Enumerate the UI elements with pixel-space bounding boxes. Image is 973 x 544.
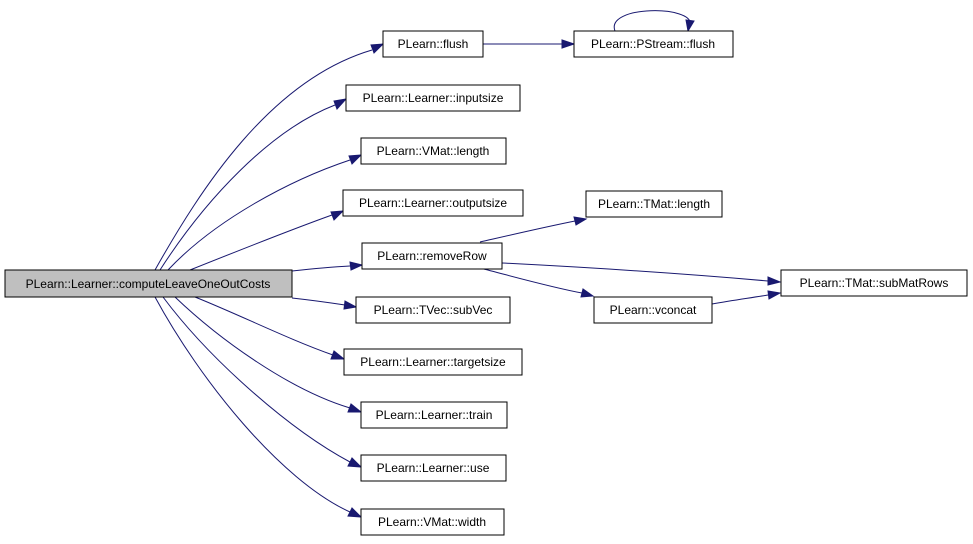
arrowhead-flush-pstream-flush bbox=[561, 39, 576, 49]
arrowhead-pstream-flush-self bbox=[685, 19, 695, 33]
arrowhead-compute-use bbox=[347, 457, 363, 468]
arrowhead-compute-width bbox=[347, 507, 363, 518]
edge-vconcat-submatrows bbox=[711, 294, 769, 305]
arrowhead-compute-vmat-length bbox=[348, 154, 363, 165]
edge-compute-inputsize bbox=[159, 104, 336, 271]
node-label: PLearn::Learner::outputsize bbox=[359, 196, 507, 210]
arrowhead-vconcat-submatrows bbox=[767, 290, 782, 300]
edge-compute-flush bbox=[154, 49, 373, 271]
node-tmat-length[interactable]: PLearn::TMat::length bbox=[585, 190, 723, 218]
node-label: PLearn::Learner::targetsize bbox=[360, 355, 506, 369]
edge-compute-train bbox=[174, 296, 351, 409]
node-label: PLearn::VMat::width bbox=[378, 515, 486, 529]
node-label: PLearn::Learner::inputsize bbox=[363, 91, 504, 105]
node-label: PLearn::TMat::subMatRows bbox=[800, 276, 949, 290]
node-use[interactable]: PLearn::Learner::use bbox=[360, 454, 507, 482]
node-vconcat[interactable]: PLearn::vconcat bbox=[593, 296, 713, 324]
arrowhead-compute-flush bbox=[370, 43, 385, 54]
arrowhead-removerow-submatrows bbox=[767, 276, 782, 286]
arrowhead-compute-inputsize bbox=[333, 98, 348, 110]
edge-compute-use bbox=[162, 296, 351, 463]
edge-compute-outputsize bbox=[189, 214, 333, 271]
node-outputsize[interactable]: PLearn::Learner::outputsize bbox=[342, 189, 524, 217]
edges bbox=[154, 10, 782, 518]
arrowhead-removerow-tmat-length bbox=[573, 216, 588, 226]
node-inputsize[interactable]: PLearn::Learner::inputsize bbox=[345, 84, 521, 112]
node-label: PLearn::flush bbox=[398, 37, 469, 51]
node-label: PLearn::vconcat bbox=[610, 303, 697, 317]
node-train[interactable]: PLearn::Learner::train bbox=[360, 401, 508, 429]
edge-removerow-submatrows bbox=[501, 262, 769, 282]
edge-removerow-tmat-length bbox=[479, 220, 576, 243]
node-pstream-flush[interactable]: PLearn::PStream::flush bbox=[573, 30, 734, 58]
nodes: PLearn::Learner::computeLeaveOneOutCosts… bbox=[4, 30, 968, 536]
node-label: PLearn::PStream::flush bbox=[591, 37, 715, 51]
edge-compute-width bbox=[154, 296, 351, 513]
node-flush[interactable]: PLearn::flush bbox=[382, 30, 484, 58]
node-label: PLearn::Learner::computeLeaveOneOutCosts bbox=[26, 277, 271, 291]
arrowhead-compute-train bbox=[347, 403, 363, 413]
node-label: PLearn::removeRow bbox=[377, 249, 487, 263]
node-sub-mat-rows[interactable]: PLearn::TMat::subMatRows bbox=[780, 269, 968, 297]
node-vmat-width[interactable]: PLearn::VMat::width bbox=[360, 508, 505, 536]
node-label: PLearn::VMat::length bbox=[377, 144, 490, 158]
node-compute-leave-one-out-costs[interactable]: PLearn::Learner::computeLeaveOneOutCosts bbox=[4, 269, 293, 298]
arrowhead-compute-subvec bbox=[343, 300, 358, 310]
node-sub-vec[interactable]: PLearn::TVec::subVec bbox=[355, 296, 511, 324]
arrowhead-compute-targetsize bbox=[330, 350, 346, 360]
node-label: PLearn::Learner::use bbox=[377, 461, 490, 475]
edge-compute-vmat-length bbox=[167, 159, 351, 271]
edge-removerow-vconcat bbox=[479, 267, 583, 294]
arrowhead-compute-removerow bbox=[349, 261, 364, 271]
edge-compute-subvec bbox=[291, 297, 346, 306]
node-targetsize[interactable]: PLearn::Learner::targetsize bbox=[343, 348, 523, 376]
arrowhead-removerow-vconcat bbox=[580, 288, 595, 298]
edge-compute-removerow bbox=[291, 265, 351, 272]
node-label: PLearn::Learner::train bbox=[376, 408, 493, 422]
arrowhead-compute-outputsize bbox=[330, 210, 345, 221]
node-vmat-length[interactable]: PLearn::VMat::length bbox=[360, 137, 507, 165]
node-remove-row[interactable]: PLearn::removeRow bbox=[361, 242, 503, 270]
node-label: PLearn::TMat::length bbox=[598, 197, 710, 211]
edge-compute-targetsize bbox=[194, 296, 334, 356]
node-label: PLearn::TVec::subVec bbox=[374, 303, 493, 317]
edge-pstream-flush-self bbox=[613, 10, 691, 32]
